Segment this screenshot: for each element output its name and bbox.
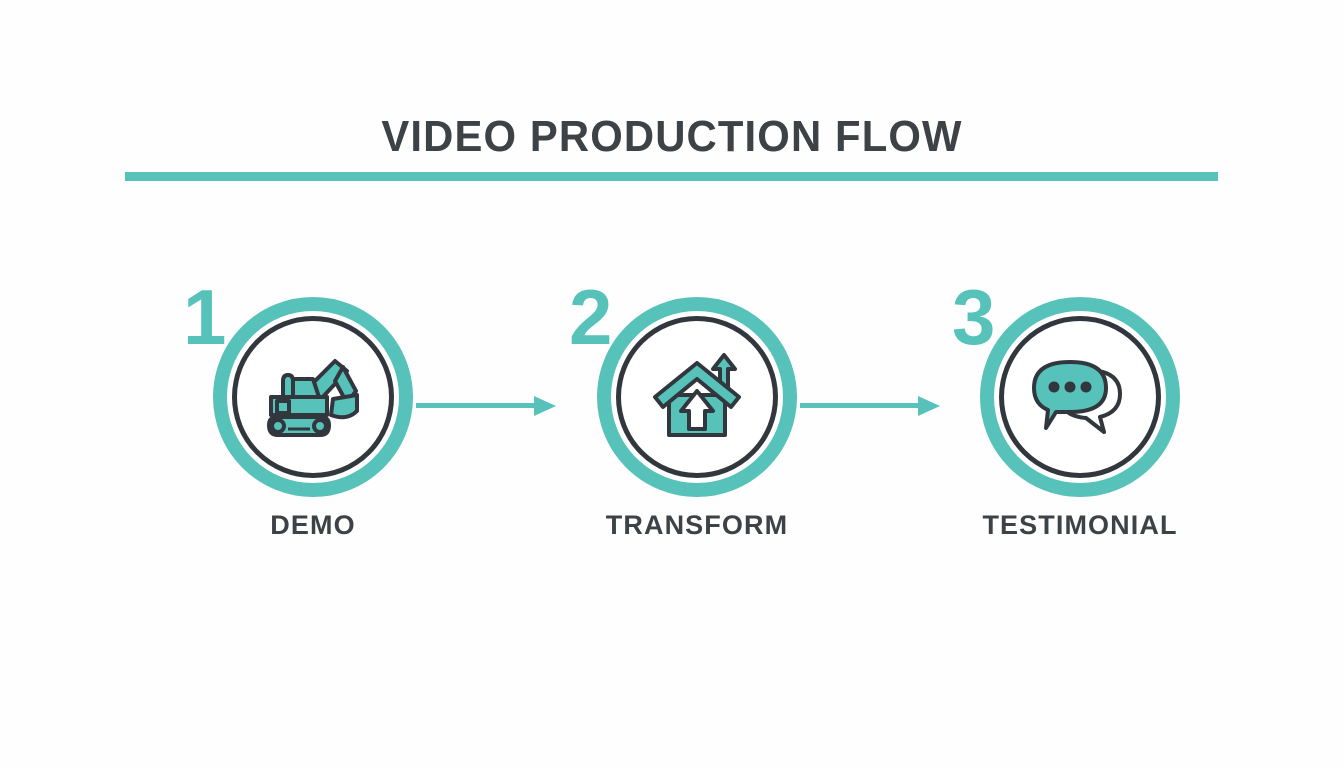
speech-bubbles-icon [999, 316, 1161, 478]
step-node-2[interactable] [597, 297, 797, 497]
excavator-icon [232, 316, 394, 478]
step-node-3[interactable] [980, 297, 1180, 497]
step-label-transform: TRANSFORM [605, 510, 789, 540]
step-number-3: 3 [952, 273, 996, 361]
arrow-line [800, 403, 922, 408]
step-label-testimonial: TESTIMONIAL [982, 510, 1178, 540]
step-node-1[interactable] [213, 297, 413, 497]
step-transform[interactable]: 2 TRANSFORM [567, 278, 827, 562]
step-testimonial[interactable]: 3 TESTIMONIAL [950, 278, 1210, 562]
step-number-2: 2 [569, 273, 613, 361]
step-number-1: 1 [183, 273, 227, 361]
header: VIDEO PRODUCTION FLOW [0, 108, 1344, 166]
arrow-right-icon [534, 396, 556, 416]
title-divider [125, 172, 1218, 181]
house-up-arrow-icon [616, 316, 778, 478]
connector-arrow-1 [416, 396, 568, 416]
connector-arrow-2 [800, 396, 952, 416]
arrow-line [416, 403, 538, 408]
page-title: VIDEO PRODUCTION FLOW [381, 112, 963, 161]
step-label-demo: DEMO [270, 510, 356, 540]
arrow-right-icon [918, 396, 940, 416]
step-demo[interactable]: 1 DEMO [183, 278, 443, 562]
steps-row: 1 DEMO [0, 278, 1344, 562]
